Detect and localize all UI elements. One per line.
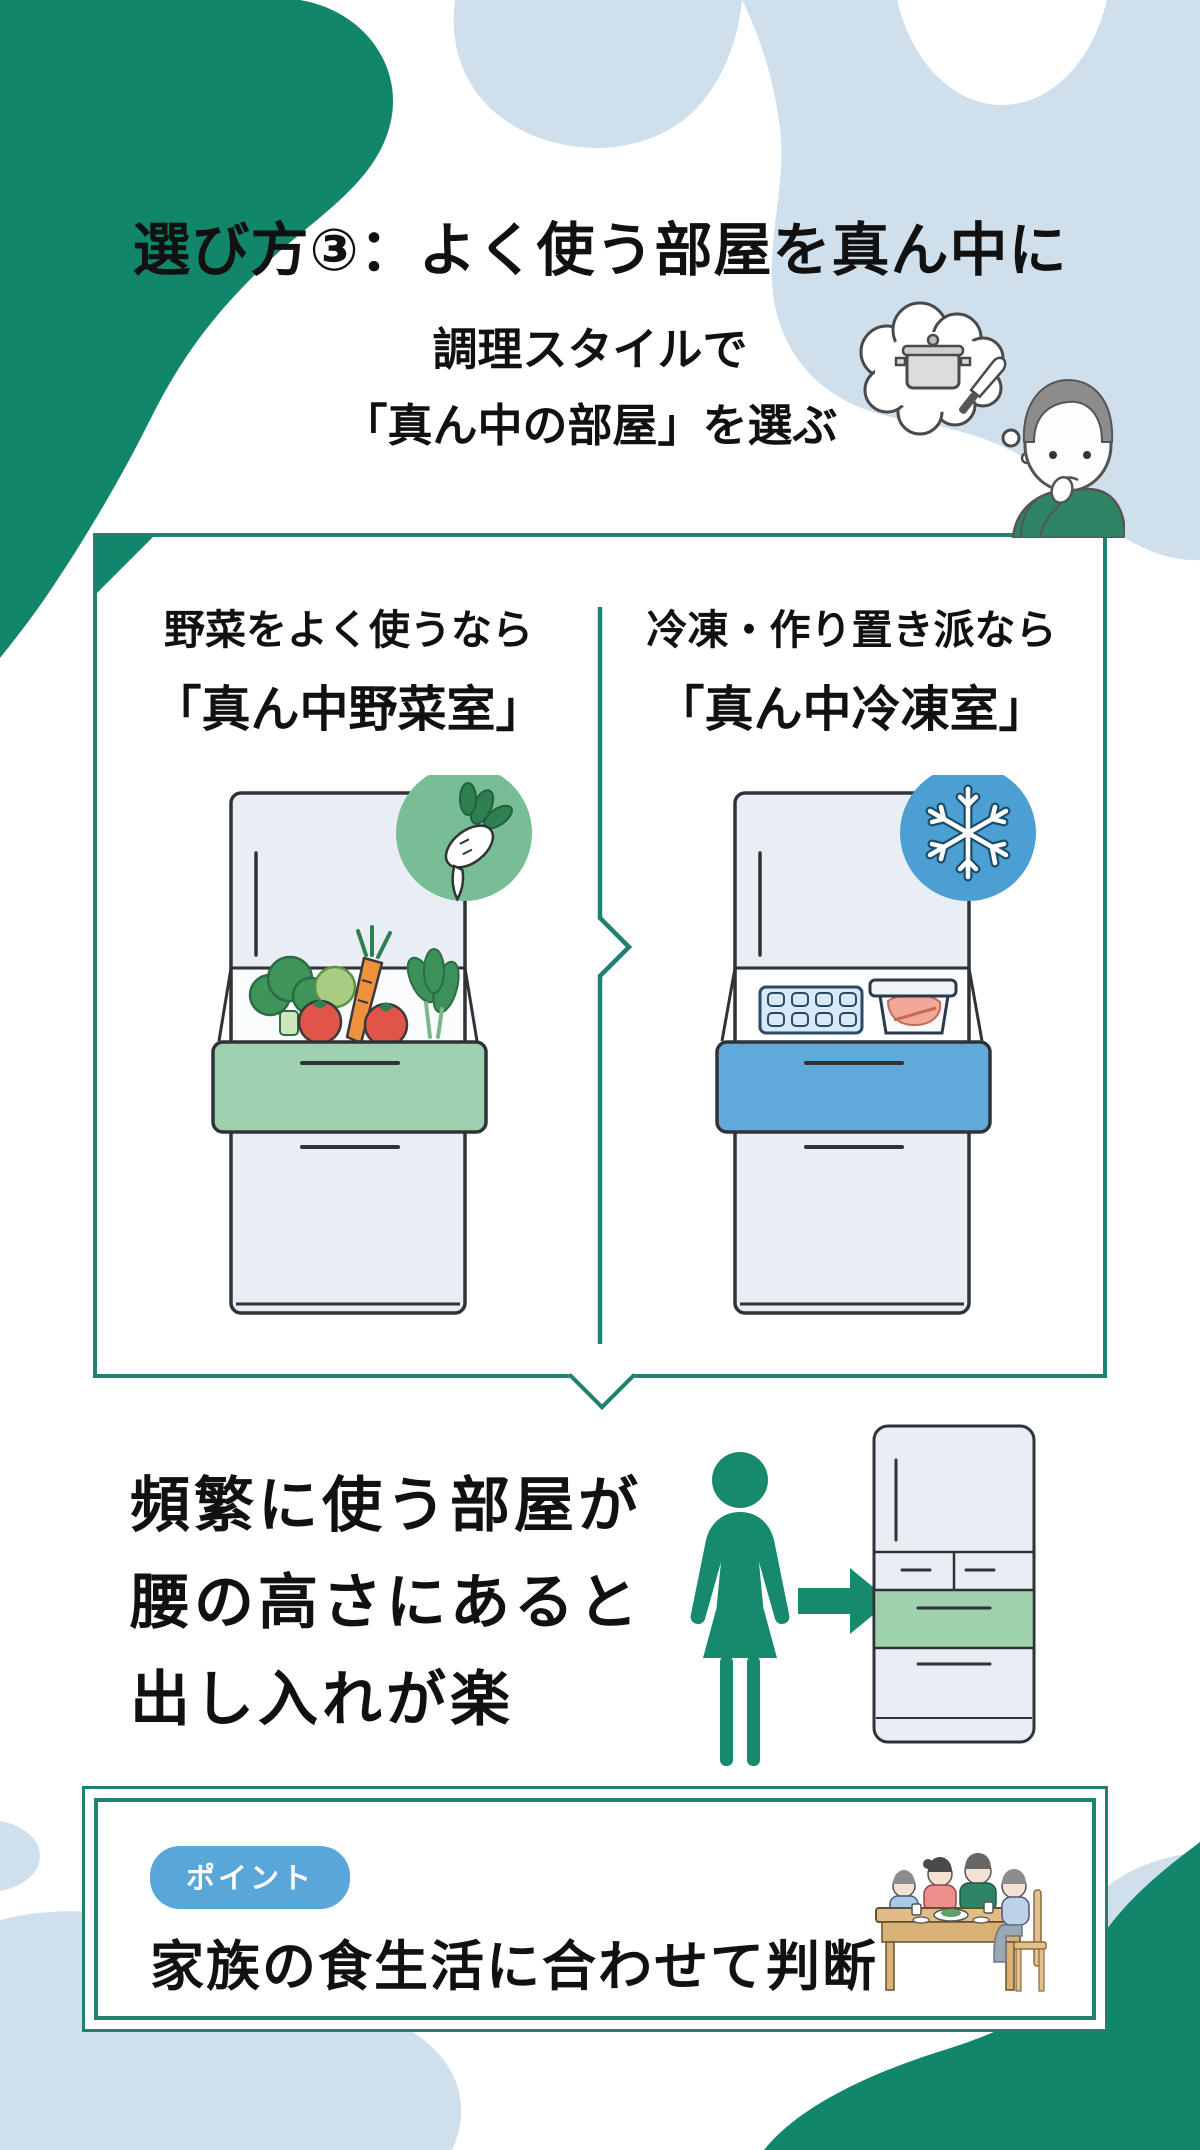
left-heading-line-1: 野菜をよく使うなら (164, 606, 533, 654)
freezer-drawer (715, 1040, 992, 1134)
subtitle-line-1: 調理スタイルで (432, 323, 748, 376)
woman-pictogram-icon (690, 1452, 790, 1766)
blob-left-small-blue (0, 1820, 40, 1892)
ice-tray-icon (758, 985, 864, 1035)
pot-icon (894, 333, 972, 390)
right-arrow-icon (798, 1568, 890, 1634)
radish-icon (444, 782, 513, 902)
knife-icon (959, 356, 1007, 414)
corner-fold-decoration (97, 537, 153, 593)
blob-top-center-blue (453, 0, 742, 148)
person-body (1011, 476, 1125, 538)
person-head (1022, 378, 1114, 493)
benefit-text: 頻繁に使う部屋が 腰の高さにあると 出し入れが楽 (130, 1458, 770, 1749)
left-heading-line-2: 「真ん中野菜室」 (152, 681, 545, 738)
small-fridge-illustration (872, 1424, 1036, 1744)
subtitle-line-2: 「真ん中の部屋」を選ぶ (342, 399, 838, 452)
point-box: ポイント 家族の食生活に合わせて判断 (82, 1786, 1108, 2032)
blob-bottom-right-green (764, 1842, 1200, 2150)
left-panel-heading: 野菜をよく使うなら 「真ん中野菜室」 (97, 596, 600, 741)
right-heading-line-2: 「真ん中冷凍室」 (655, 681, 1048, 738)
thinking-person-illustration (859, 301, 1125, 538)
frozen-food-container-icon (868, 978, 958, 1035)
right-heading-line-1: 冷凍・作り置き派なら (646, 606, 1057, 654)
page-title: 選び方③：よく使う部屋を真ん中に (132, 216, 1068, 284)
panel-divider (597, 607, 633, 1344)
benefit-line-1: 頻繁に使う部屋が (130, 1471, 642, 1541)
point-box-inner: ポイント 家族の食生活に合わせて判断 (94, 1798, 1096, 2020)
blob-top-right-white-cut (897, 0, 1107, 105)
vegetables-icon (248, 925, 460, 1048)
middle-drawer-highlight (872, 1588, 1036, 1650)
blob-top-left-green (0, 0, 394, 658)
benefit-line-2: 腰の高さにあると (130, 1568, 642, 1638)
family-dinner-icon (875, 1853, 1047, 1992)
snowflake-icon (925, 784, 1011, 882)
point-text: 家族の食生活に合わせて判断 (150, 1935, 878, 1998)
right-panel-heading: 冷凍・作り置き派なら 「真ん中冷凍室」 (600, 596, 1103, 741)
benefit-line-3: 出し入れが楽 (130, 1665, 514, 1735)
freezer-fridge-illustration (715, 775, 1036, 1315)
page-subtitle: 調理スタイルで 「真ん中の部屋」を選ぶ (0, 312, 1180, 464)
vegetable-fridge-illustration (211, 775, 532, 1315)
vegetable-drawer (211, 1040, 488, 1134)
point-badge: ポイント (150, 1846, 351, 1909)
